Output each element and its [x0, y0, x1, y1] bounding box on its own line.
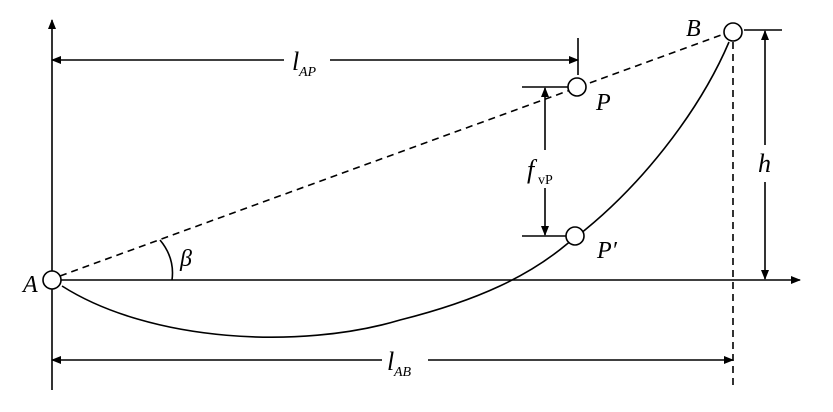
label-p-prime: P′: [596, 238, 618, 264]
label-beta: β: [179, 246, 192, 272]
label-fvp: f vP: [526, 150, 564, 188]
label-p: P: [595, 90, 611, 116]
svg-text:f: f: [527, 155, 538, 184]
label-h: h: [758, 149, 771, 178]
svg-text:vP: vP: [538, 173, 553, 188]
label-b: B: [686, 16, 701, 42]
angle-beta-arc: [159, 239, 174, 281]
label-a: A: [21, 272, 38, 298]
svg-text:AB: AB: [393, 365, 412, 380]
svg-text:l: l: [292, 47, 299, 76]
point-p-marker: [567, 77, 587, 97]
svg-text:AP: AP: [298, 65, 317, 80]
cable-curve: [61, 41, 730, 338]
point-b-marker: [723, 22, 743, 42]
point-p-prime-marker: [565, 226, 585, 246]
svg-text:l: l: [387, 347, 394, 376]
chord-ab-dashed: [59, 33, 725, 277]
point-a-marker: [42, 270, 62, 290]
label-lab: l AB: [382, 345, 428, 380]
label-lap: l AP: [284, 45, 330, 80]
